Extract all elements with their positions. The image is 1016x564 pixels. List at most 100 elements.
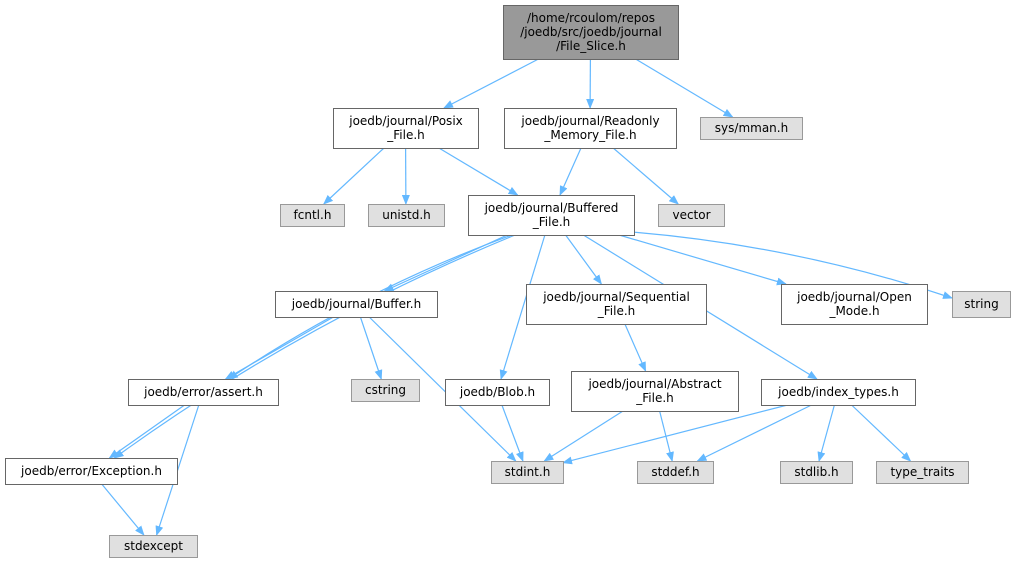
edge-posix-file-to-fcntl [323, 147, 385, 205]
node-assert[interactable]: joedb/error/assert.h [128, 379, 279, 406]
node-blob-label-line-1: joedb/Blob.h [459, 385, 535, 399]
node-type-traits-box [876, 461, 969, 484]
node-stdlib-label-line-1: stdlib.h [794, 465, 838, 479]
node-readonly-memory-file-label-line-1: joedb/journal/Readonly [520, 114, 659, 128]
node-unistd-label-line-1: unistd.h [382, 208, 431, 222]
edge-posix-file-to-buffered-file [438, 147, 519, 196]
node-cstring: cstring [351, 379, 420, 402]
edge-buffered-file-to-sequential-file [565, 234, 602, 285]
node-open-mode-box [781, 284, 928, 325]
node-vector: vector [658, 204, 725, 227]
node-buffered-file-box [468, 195, 635, 236]
node-vector-box [658, 204, 725, 227]
node-open-mode[interactable]: joedb/journal/Open_Mode.h [781, 284, 928, 325]
node-abstract-file[interactable]: joedb/journal/Abstract_File.h [571, 371, 739, 412]
edge-index-types-to-type-traits [851, 404, 912, 462]
node-fcntl: fcntl.h [280, 204, 345, 227]
node-file-slice[interactable]: /home/rcoulom/repos/joedb/src/joedb/jour… [503, 5, 679, 60]
node-sys-mman-box [700, 117, 803, 140]
node-type-traits: type_traits [876, 461, 969, 484]
node-sequential-file-box [526, 284, 707, 325]
node-stdlib-box [780, 461, 853, 484]
node-stdexcept-box [109, 535, 198, 558]
nodes-layer: /home/rcoulom/repos/joedb/src/joedb/jour… [5, 5, 1011, 558]
node-buffer-box [275, 291, 438, 318]
edge-buffered-file-to-open-mode [618, 234, 787, 286]
node-stdint-label-line-1: stdint.h [505, 465, 551, 479]
node-cstring-label-line-1: cstring [365, 383, 406, 397]
node-index-types[interactable]: joedb/index_types.h [761, 379, 916, 406]
edge-file-slice-to-sys-mman [635, 58, 734, 118]
edge-file-slice-to-posix-file [443, 58, 539, 109]
edge-readonly-memory-file-to-buffered-file [559, 147, 582, 196]
node-stdint-box [491, 461, 564, 484]
edge-abstract-file-to-stdint [543, 410, 624, 462]
node-stdint: stdint.h [491, 461, 564, 484]
node-buffer[interactable]: joedb/journal/Buffer.h [275, 291, 438, 318]
edge-exception-to-stdexcept [101, 483, 145, 536]
node-buffer-label-line-1: joedb/journal/Buffer.h [291, 297, 421, 311]
edge-buffered-file-to-exception [113, 234, 516, 459]
node-file-slice-box [503, 5, 679, 60]
node-sequential-file-label-line-2: _File.h [597, 304, 636, 318]
node-open-mode-label-line-2: _Mode.h [828, 304, 879, 318]
node-cstring-box [351, 379, 420, 402]
node-file-slice-label-line-2: /joedb/src/joedb/journal [520, 25, 662, 39]
node-vector-label-line-1: vector [672, 208, 710, 222]
edge-buffer-to-stdint [368, 316, 517, 462]
node-unistd: unistd.h [368, 204, 445, 227]
edge-readonly-memory-file-to-vector [612, 147, 679, 205]
node-exception[interactable]: joedb/error/Exception.h [5, 458, 178, 485]
node-stdlib: stdlib.h [780, 461, 853, 484]
node-abstract-file-box [571, 371, 739, 412]
node-index-types-box [761, 379, 916, 406]
node-abstract-file-label-line-1: joedb/journal/Abstract [587, 377, 721, 391]
node-posix-file-label-line-2: _File.h [386, 128, 425, 142]
node-buffered-file-label-line-1: joedb/journal/Buffered [484, 201, 619, 215]
node-sequential-file-label-line-1: joedb/journal/Sequential [542, 290, 690, 304]
node-stdexcept-label-line-1: stdexcept [124, 539, 183, 553]
node-blob[interactable]: joedb/Blob.h [445, 379, 550, 406]
node-buffered-file[interactable]: joedb/journal/Buffered_File.h [468, 195, 635, 236]
node-sys-mman: sys/mman.h [700, 117, 803, 140]
node-assert-label-line-1: joedb/error/assert.h [143, 385, 263, 399]
node-abstract-file-label-line-2: _File.h [635, 391, 674, 405]
node-posix-file-label-line-1: joedb/journal/Posix [348, 114, 463, 128]
edge-assert-to-exception [108, 404, 185, 459]
node-file-slice-label-line-1: /home/rcoulom/repos [527, 11, 655, 25]
edge-index-types-to-stdlib [817, 404, 835, 462]
node-unistd-box [368, 204, 445, 227]
edge-index-types-to-stddef [696, 404, 812, 462]
node-index-types-label-line-1: joedb/index_types.h [777, 385, 899, 399]
node-type-traits-label-line-1: type_traits [890, 465, 954, 479]
node-stddef: stddef.h [637, 461, 714, 484]
edge-buffer-to-cstring [359, 316, 383, 380]
node-exception-label-line-1: joedb/error/Exception.h [20, 464, 162, 478]
node-readonly-memory-file[interactable]: joedb/journal/Readonly_Memory_File.h [504, 108, 677, 149]
node-blob-box [445, 379, 550, 406]
node-readonly-memory-file-label-line-2: _Memory_File.h [543, 128, 636, 142]
edge-blob-to-stdint [501, 404, 524, 462]
node-open-mode-label-line-1: joedb/journal/Open [796, 290, 912, 304]
node-stdexcept: stdexcept [109, 535, 198, 558]
node-string-box [952, 291, 1011, 318]
node-sequential-file[interactable]: joedb/journal/Sequential_File.h [526, 284, 707, 325]
node-exception-box [5, 458, 178, 485]
node-fcntl-label-line-1: fcntl.h [294, 208, 332, 222]
edge-buffer-to-assert [224, 316, 334, 380]
edge-index-types-to-stdint [562, 404, 788, 465]
node-file-slice-label-line-3: /File_Slice.h [556, 39, 626, 53]
node-stddef-label-line-1: stddef.h [651, 465, 699, 479]
node-fcntl-box [280, 204, 345, 227]
node-readonly-memory-file-box [504, 108, 677, 149]
edge-sequential-file-to-abstract-file [624, 323, 647, 372]
node-sys-mman-label-line-1: sys/mman.h [715, 121, 788, 135]
node-assert-box [128, 379, 279, 406]
node-posix-file[interactable]: joedb/journal/Posix_File.h [333, 108, 479, 149]
node-string-label-line-1: string [964, 297, 998, 311]
node-posix-file-box [333, 108, 479, 149]
edge-buffered-file-to-blob [499, 234, 546, 380]
node-stddef-box [637, 461, 714, 484]
node-string: string [952, 291, 1011, 318]
